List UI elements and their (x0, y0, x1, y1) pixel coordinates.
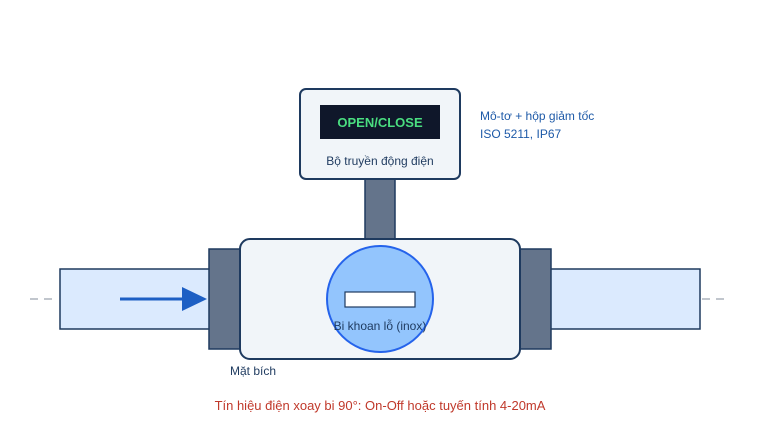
outlet-pipe (547, 268, 701, 330)
flow-arrow-icon (120, 287, 207, 311)
actuator-label: Bộ truyền động điện (326, 154, 433, 168)
actuator-note-line2: ISO 5211, IP67 (480, 127, 561, 141)
actuator-note-line1: Mô-tơ + hộp giảm tốc (480, 109, 594, 123)
actuator-display-text: OPEN/CLOSE (337, 115, 423, 130)
actuator-display (320, 105, 440, 139)
flange-label: Mặt bích (230, 364, 276, 378)
flange-right (518, 248, 552, 350)
ball-bore (344, 291, 416, 308)
actuator-stem (364, 177, 396, 241)
flange-left (208, 248, 242, 350)
ball-label: Bi khoan lỗ (inox) (334, 318, 427, 333)
caption: Tín hiệu điện xoay bi 90°: On-Off hoặc t… (215, 398, 546, 413)
